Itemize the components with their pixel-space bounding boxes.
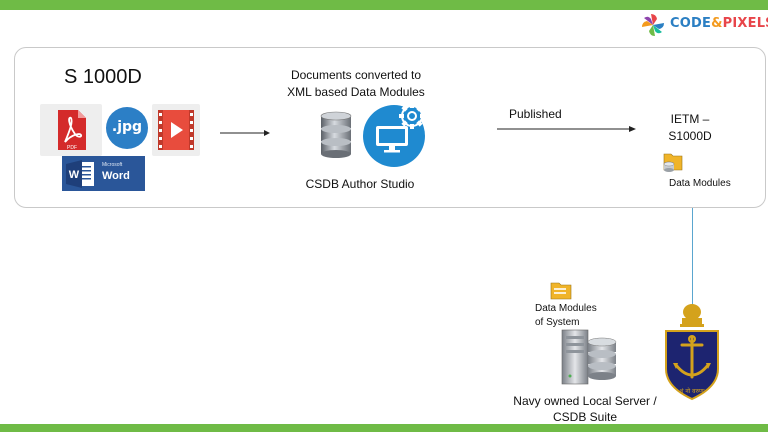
author-studio-label: CSDB Author Studio xyxy=(305,177,415,191)
emblem-motto: शं नो वरुणः xyxy=(679,387,705,395)
video-file-icon xyxy=(152,104,200,156)
ietm-data-modules-label: Data Modules xyxy=(669,178,731,189)
published-label: Published xyxy=(509,107,562,121)
ietm-label: IETM – S1000D xyxy=(668,112,712,143)
top-green-bar xyxy=(0,0,768,10)
page-title: S 1000D xyxy=(64,66,142,88)
system-folder-icon xyxy=(550,282,572,300)
local-server-label: Navy owned Local Server / CSDB Suite xyxy=(513,394,657,424)
connector-line xyxy=(692,208,693,310)
word-file-icon: W Microsoft Word xyxy=(62,156,145,191)
word-brand-small: Microsoft xyxy=(102,162,123,168)
monitor-settings-icon xyxy=(363,103,425,167)
svg-text:W: W xyxy=(69,169,80,181)
jpg-file-icon: .jpg xyxy=(106,107,148,149)
arrow-to-author-studio xyxy=(220,130,270,136)
system-data-modules-label: Data Modules of System xyxy=(535,303,597,328)
folder-database-icon xyxy=(663,153,683,172)
pdf-file-icon: PDF xyxy=(40,104,102,156)
server-database-icon xyxy=(561,329,617,385)
bottom-green-bar xyxy=(0,424,768,432)
jpg-label: .jpg xyxy=(111,119,143,135)
indian-navy-emblem-icon: शं नो वरुणः xyxy=(665,304,719,401)
word-label: Word xyxy=(102,170,130,182)
conversion-caption: Documents converted to XML based Data Mo… xyxy=(287,68,425,99)
database-icon xyxy=(320,111,352,158)
published-arrow xyxy=(497,126,636,132)
pdf-label: PDF xyxy=(67,145,77,151)
pinwheel-logo-icon xyxy=(642,14,664,36)
